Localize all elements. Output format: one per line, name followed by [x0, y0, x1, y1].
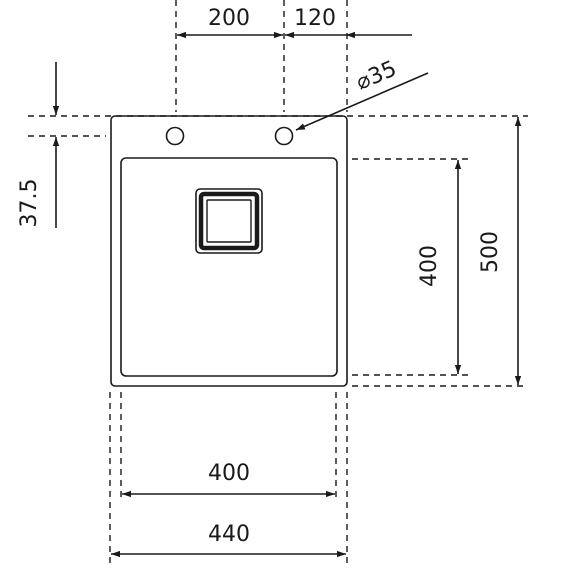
dimension-lines [52, 31, 522, 558]
sink-bowl [120, 157, 338, 377]
sink-outer-rim [110, 115, 348, 387]
extension-lines [28, 0, 528, 568]
label-37-5: 37.5 [17, 179, 42, 228]
label-200: 200 [208, 6, 250, 31]
label-400-vertical: 400 [417, 245, 442, 287]
leader-diameter [295, 72, 429, 131]
label-120: 120 [294, 6, 336, 31]
label-440-horizontal: 440 [208, 522, 250, 547]
dimension-labels: 200 120 ⌀35 37.5 400 500 400 440 [17, 6, 503, 547]
tap-hole-left [165, 126, 185, 146]
label-diameter-35: ⌀35 [353, 56, 401, 95]
drain-basket [195, 188, 263, 254]
label-400-horizontal: 400 [208, 461, 250, 486]
sink-outline [110, 115, 348, 387]
tap-hole-right [274, 126, 294, 146]
label-500-vertical: 500 [478, 231, 503, 273]
